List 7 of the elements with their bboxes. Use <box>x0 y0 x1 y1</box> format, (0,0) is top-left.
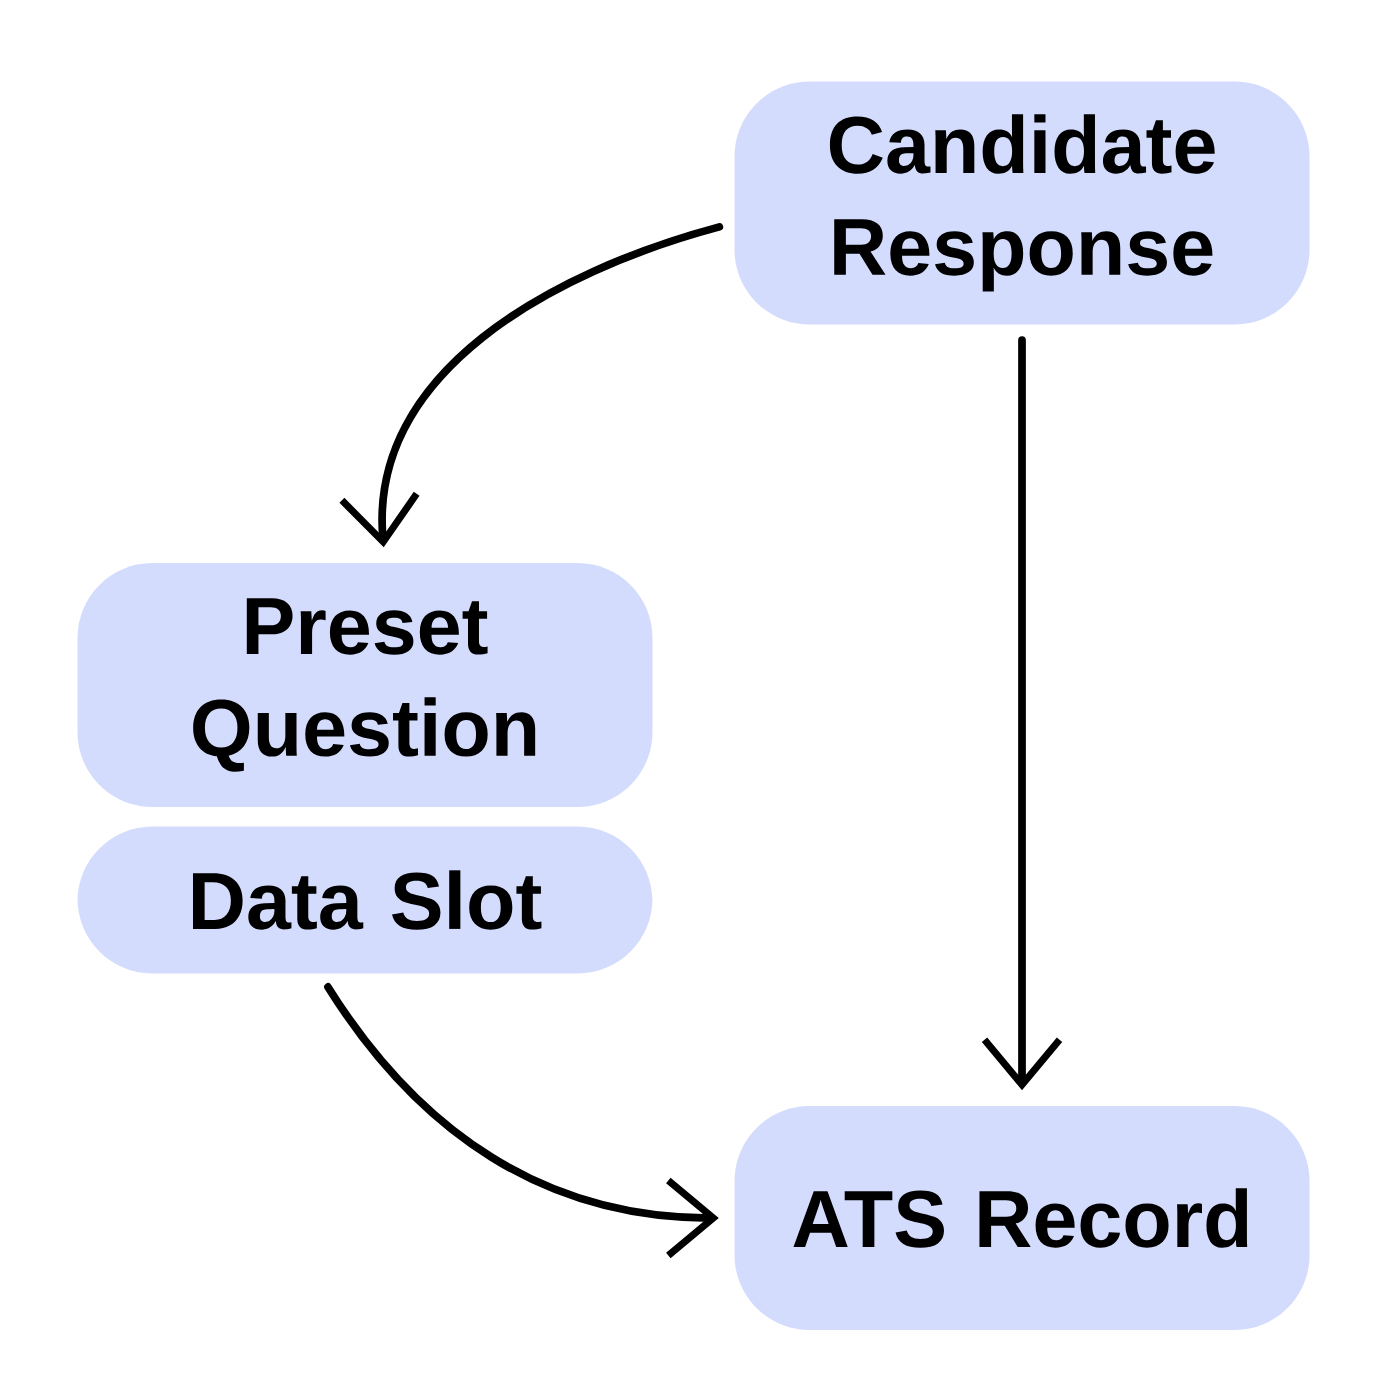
arrow <box>339 223 724 548</box>
process-box: Preset Question <box>77 563 653 807</box>
process-box: Data Slot <box>77 826 653 974</box>
arrow <box>324 983 719 1259</box>
process-box: Candidate Response <box>734 81 1310 325</box>
process-box: ATS Record <box>734 1106 1310 1330</box>
arrow <box>981 336 1063 1091</box>
